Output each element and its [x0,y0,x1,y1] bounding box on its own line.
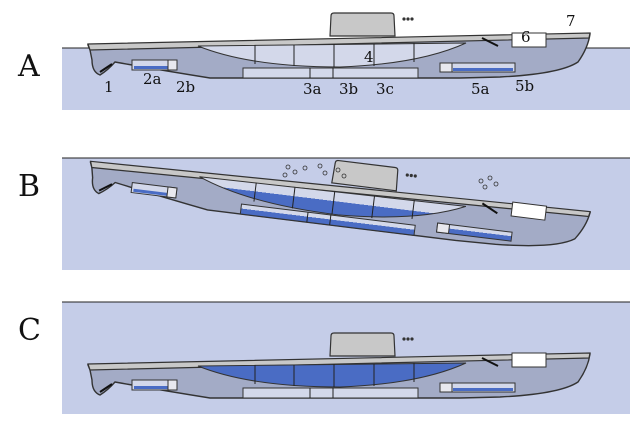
panel-label: C [18,313,41,348]
part-label-7: 7 [566,12,576,30]
part-label-2a: 2a [143,70,162,88]
panel-label: A [17,49,40,84]
part-label-3b: 3b [339,80,358,98]
part-label-5a: 5a [471,80,490,98]
submarine-surfaced [87,12,591,79]
part-label-3a: 3a [303,80,322,98]
panel-a: A 1 2a 2b 3a 3b 3c 4 5a 5b 6 7 [17,12,630,110]
part-label-3c: 3c [376,80,394,98]
part-label-5b: 5b [515,77,534,95]
part-label-1: 1 [104,78,114,96]
panel-b: B [18,129,630,270]
panel-label: B [18,169,40,204]
air-bubbles [282,163,499,190]
part-label-6: 6 [521,28,531,46]
panel-c: C [18,301,630,414]
part-label-4: 4 [364,48,374,66]
part-label-2b: 2b [176,78,195,96]
